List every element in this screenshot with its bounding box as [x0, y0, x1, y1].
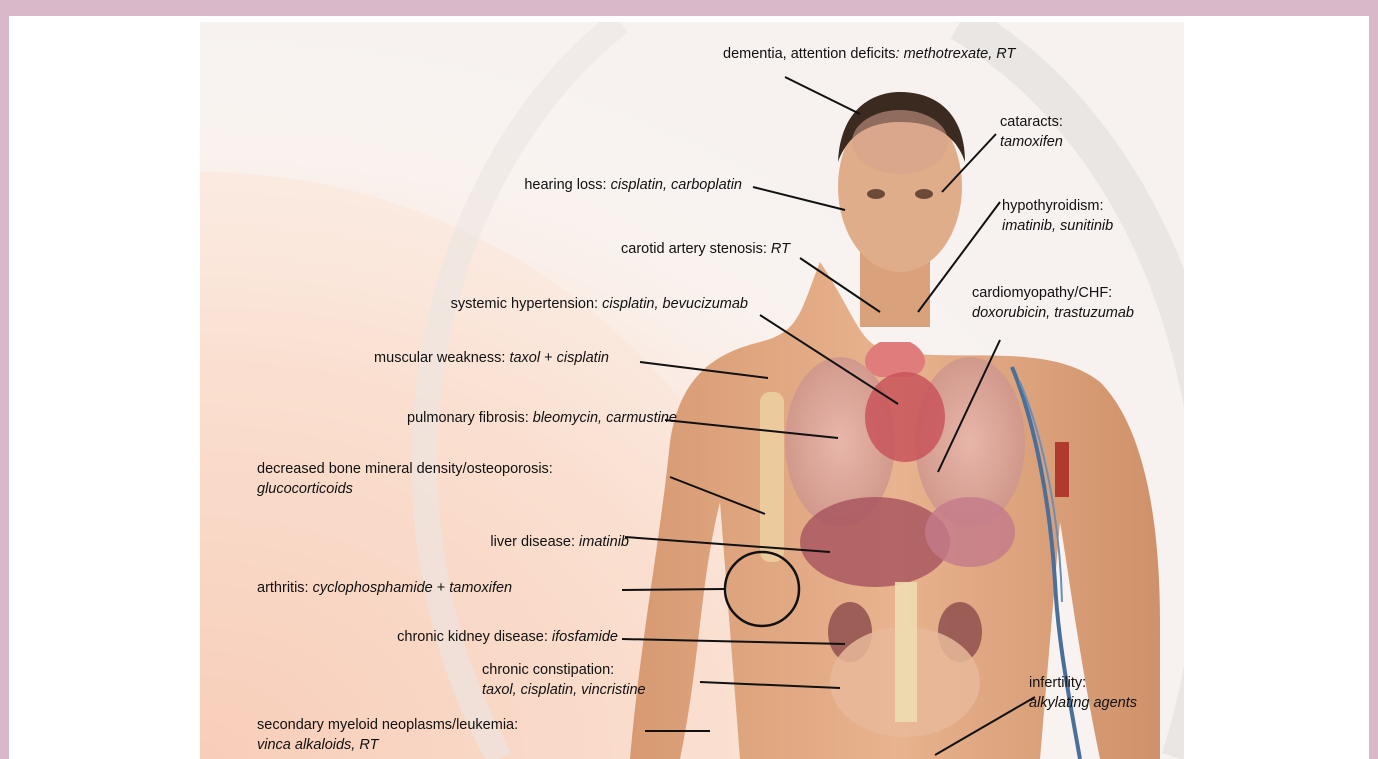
- label-constipation: chronic constipation: taxol, cisplatin, …: [482, 660, 646, 700]
- condition-text: hearing loss:: [524, 177, 610, 193]
- label-kidney-disease: chronic kidney disease: ifosfamide: [397, 627, 618, 647]
- agents-text: imatinib: [579, 534, 629, 550]
- separator: :: [896, 46, 904, 62]
- label-bone-density: decreased bone mineral density/osteoporo…: [257, 459, 553, 499]
- agents-text: RT: [771, 241, 790, 257]
- label-cardiomyopathy: cardiomyopathy/CHF: doxorubicin, trastuz…: [972, 283, 1134, 323]
- condition-text: arthritis:: [257, 580, 313, 596]
- stomach: [925, 497, 1015, 567]
- condition-text: carotid artery stenosis:: [621, 241, 771, 257]
- label-arthritis: arthritis: cyclophosphamide + tamoxifen: [257, 578, 512, 598]
- condition-text: cataracts:: [1000, 112, 1063, 132]
- agents-text-2: cisplatin: [557, 350, 609, 366]
- agents-text: cyclophosphamide: [313, 580, 433, 596]
- label-myeloid-neoplasms: secondary myeloid neoplasms/leukemia: vi…: [257, 715, 518, 755]
- agents-text: cisplatin, carboplatin: [611, 177, 742, 193]
- brain: [852, 110, 948, 174]
- agents-text: ifosfamide: [552, 629, 618, 645]
- condition-text: systemic hypertension:: [451, 296, 603, 312]
- agents-text: taxol, cisplatin, vincristine: [482, 682, 646, 698]
- agents-text: imatinib, sunitinib: [1002, 218, 1113, 234]
- condition-text: liver disease:: [490, 534, 579, 550]
- heart: [865, 372, 945, 462]
- agents-text: tamoxifen: [1000, 134, 1063, 150]
- condition-text: hypothyroidism:: [1002, 196, 1113, 216]
- frame-top-border: [0, 0, 1378, 16]
- aortic-arch: [865, 342, 925, 377]
- agents-text: cisplatin, bevucizumab: [602, 296, 748, 312]
- anatomy-illustration: dementia, attention deficits: methotrexa…: [200, 22, 1184, 759]
- agents-text: bleomycin, carmustine: [533, 410, 677, 426]
- agents-text: glucocorticoids: [257, 481, 353, 497]
- label-hypertension: systemic hypertension: cisplatin, bevuci…: [451, 294, 748, 314]
- condition-text: chronic constipation:: [482, 660, 646, 680]
- agents-text: alkylating agents: [1029, 695, 1137, 711]
- agents-text: vinca alkaloids, RT: [257, 737, 378, 753]
- frame-right-border: [1369, 0, 1378, 759]
- plus-sign: +: [433, 580, 450, 596]
- label-cataracts: cataracts: tamoxifen: [1000, 112, 1063, 152]
- label-infertility: infertility: alkylating agents: [1029, 673, 1137, 713]
- plus-sign: +: [540, 350, 557, 366]
- label-hypothyroidism: hypothyroidism: imatinib, sunitinib: [1002, 196, 1113, 236]
- condition-text: pulmonary fibrosis:: [407, 410, 533, 426]
- bone-marrow: [1055, 442, 1069, 497]
- frame-left-border: [0, 0, 9, 759]
- condition-text: cardiomyopathy/CHF:: [972, 283, 1134, 303]
- humerus: [760, 392, 784, 562]
- agents-text: taxol: [509, 350, 540, 366]
- condition-text: chronic kidney disease:: [397, 629, 552, 645]
- spine: [895, 582, 917, 722]
- label-hearing-loss: hearing loss: cisplatin, carboplatin: [524, 175, 742, 195]
- agents-text: methotrexate, RT: [904, 46, 1016, 62]
- label-dementia: dementia, attention deficits: methotrexa…: [723, 44, 1015, 64]
- condition-text: infertility:: [1029, 673, 1137, 693]
- label-liver-disease: liver disease: imatinib: [490, 532, 629, 552]
- condition-text: decreased bone mineral density/osteoporo…: [257, 459, 553, 479]
- condition-text: secondary myeloid neoplasms/leukemia:: [257, 715, 518, 735]
- agents-text: doxorubicin, trastuzumab: [972, 305, 1134, 321]
- condition-text: dementia, attention deficits: [723, 46, 896, 62]
- label-carotid: carotid artery stenosis: RT: [621, 239, 790, 259]
- label-pulmonary-fibrosis: pulmonary fibrosis: bleomycin, carmustin…: [407, 408, 677, 428]
- label-muscular-weakness: muscular weakness: taxol + cisplatin: [374, 348, 609, 368]
- condition-text: muscular weakness:: [374, 350, 509, 366]
- agents-text-2: tamoxifen: [449, 580, 512, 596]
